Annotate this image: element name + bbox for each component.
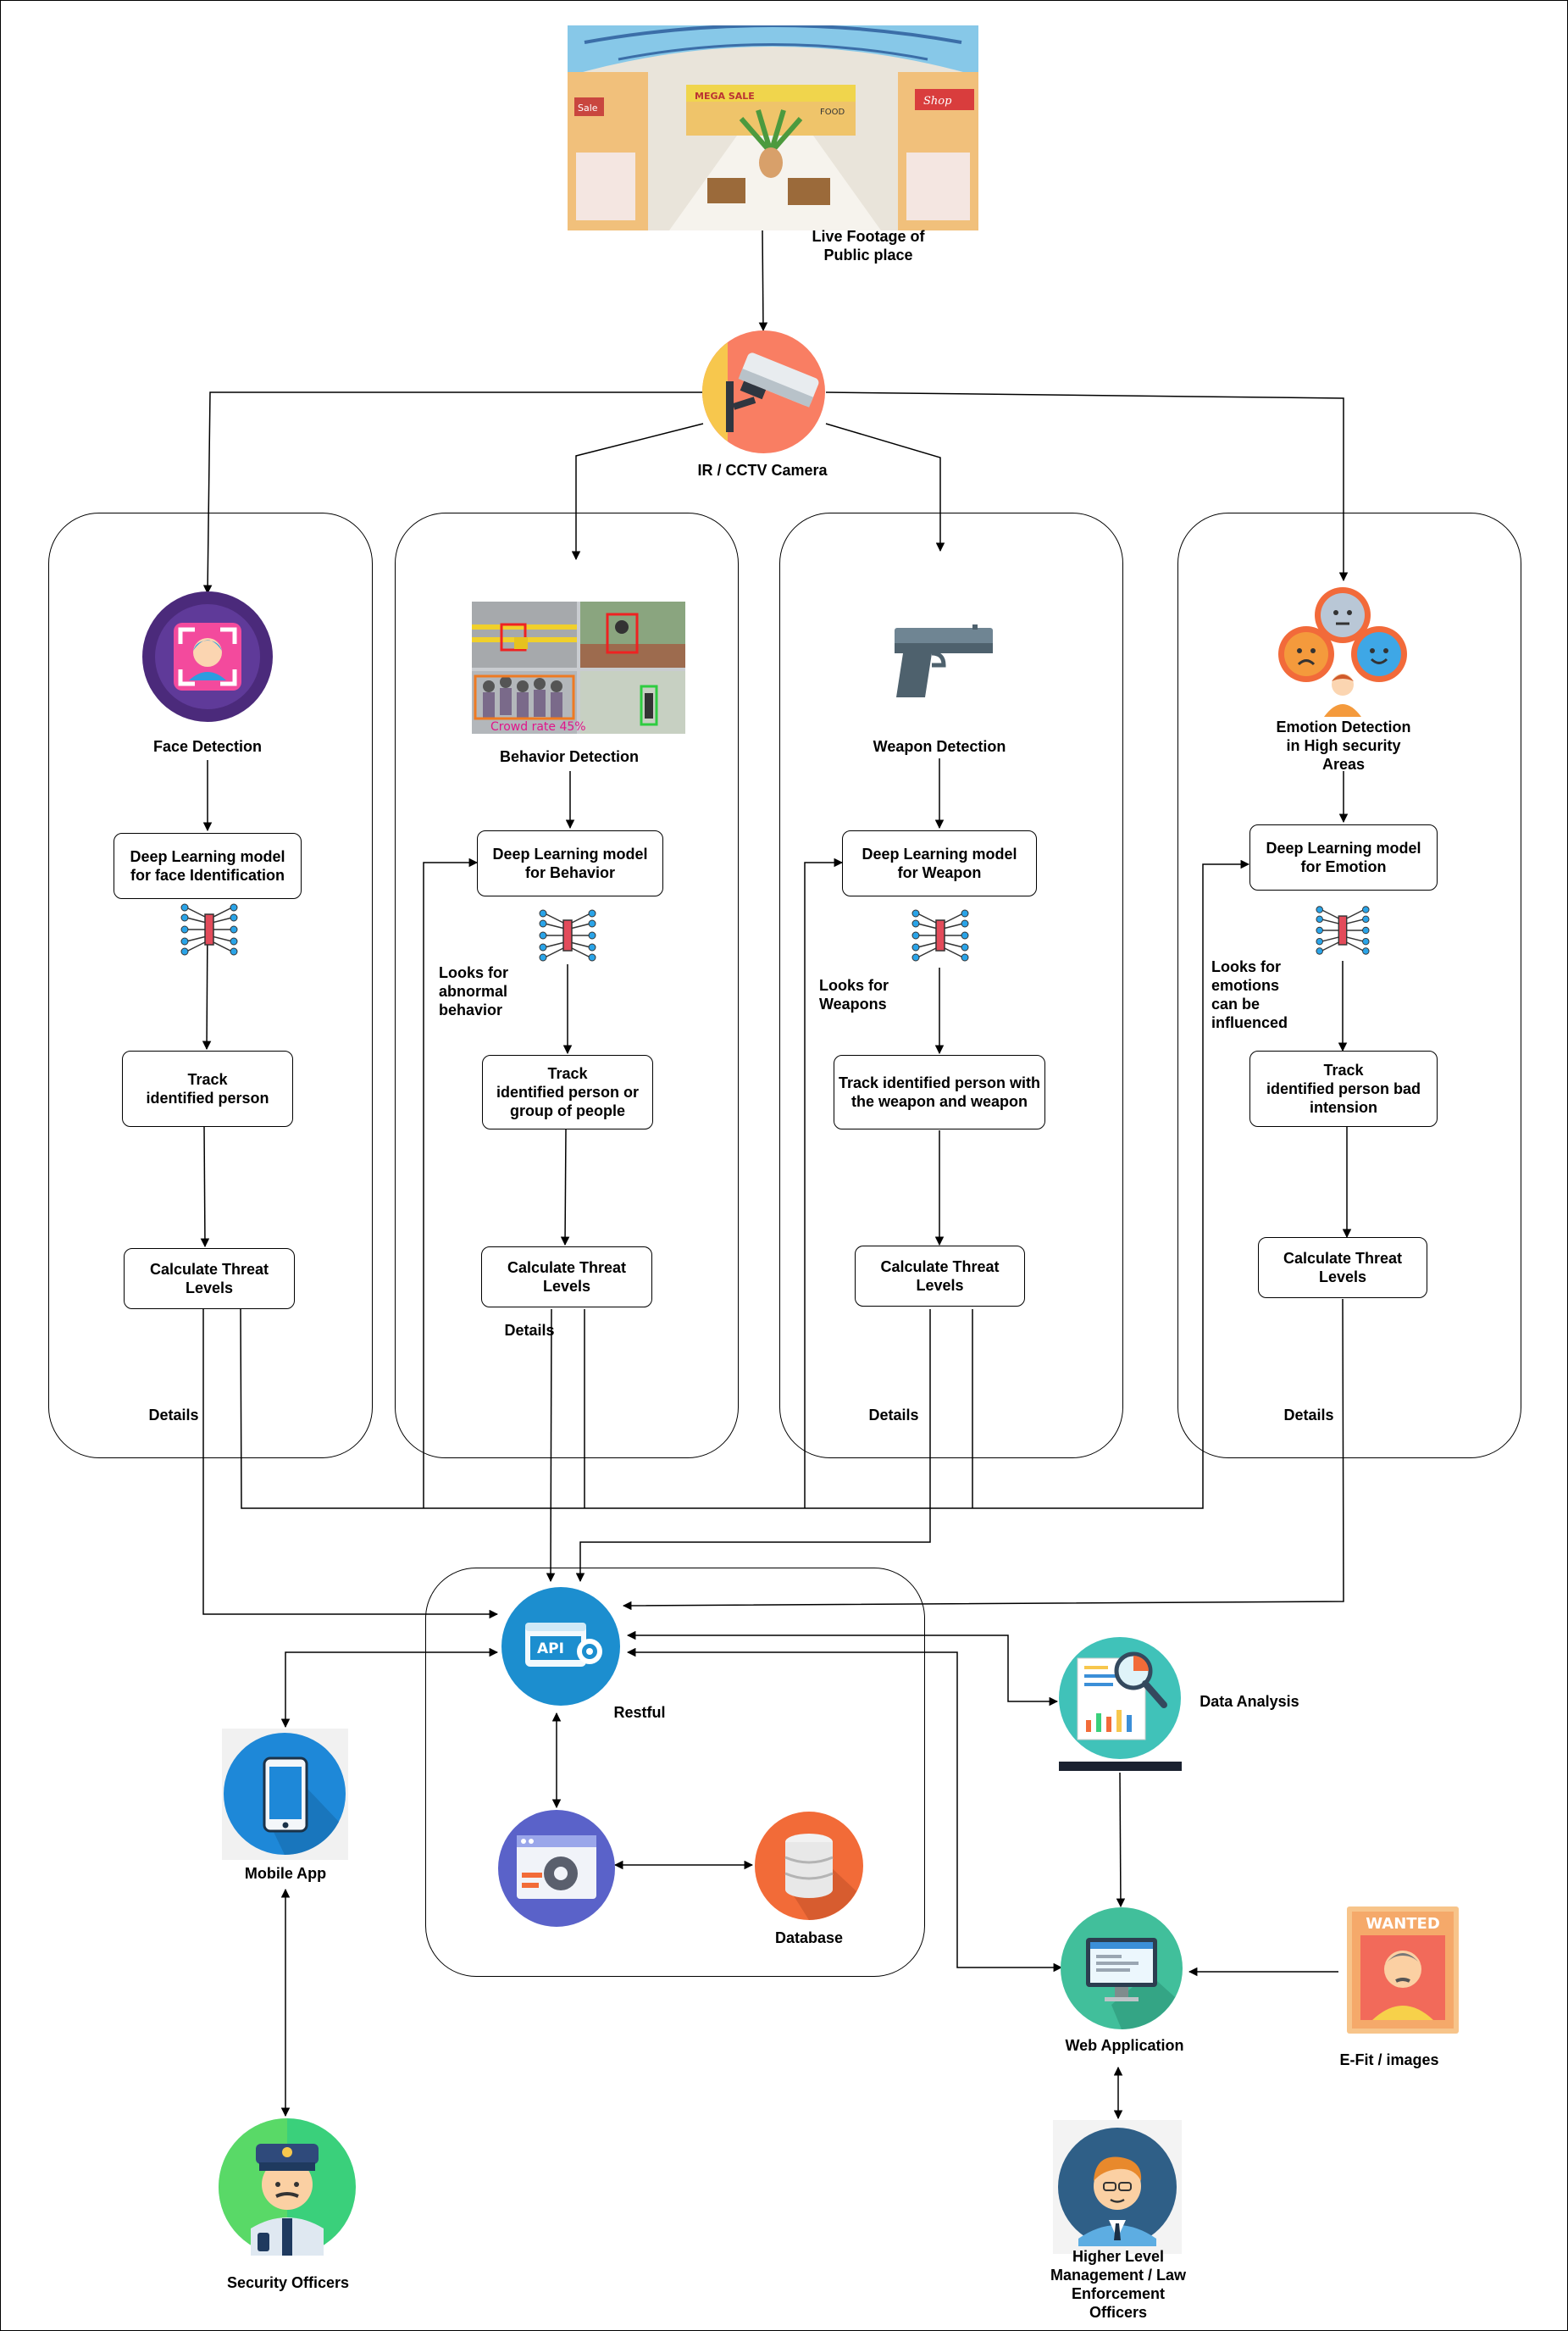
- neural-network-icon: [538, 907, 597, 964]
- weapon-detection-title: Weapon Detection: [873, 738, 1006, 755]
- cctv-camera-icon: [702, 330, 825, 453]
- mega-sale-sign: MEGA SALE: [695, 91, 755, 102]
- face-details-label: Details: [148, 1407, 199, 1424]
- wanted-text: WANTED: [1366, 1915, 1440, 1933]
- face-threat-box: Calculate Threat Levels: [124, 1248, 295, 1309]
- emotion-detection-panel: [1177, 513, 1521, 1458]
- emotion-model-box: Deep Learning model for Emotion: [1249, 824, 1438, 891]
- shop-sign: Shop: [923, 95, 952, 108]
- weapon-track-box: Track identified person with the weapon …: [834, 1055, 1045, 1129]
- weapon-detection-panel: [779, 513, 1123, 1458]
- pistol-icon: [888, 623, 996, 701]
- restful-label: Restful: [613, 1704, 666, 1721]
- police-officer-icon: [219, 2118, 356, 2256]
- database-icon: [755, 1812, 863, 1920]
- api-icon-text: API: [537, 1640, 564, 1657]
- weapon-looks-label: Looks for Weapons: [819, 977, 889, 1013]
- face-track-box: Track identified person: [122, 1051, 293, 1127]
- manager-avatar-icon: [1053, 2120, 1182, 2254]
- monitor-icon: [1061, 1907, 1183, 2029]
- neural-network-icon: [180, 901, 239, 958]
- emotion-detection-title: Emotion Detection in High security Areas: [1276, 719, 1411, 773]
- face-detection-panel: [48, 513, 373, 1458]
- weapon-threat-box: Calculate Threat Levels: [855, 1246, 1025, 1307]
- neural-network-icon: [1315, 903, 1371, 957]
- management-label: Higher Level Management / Law Enforcemen…: [1050, 2248, 1187, 2321]
- analytics-report-icon: [1059, 1637, 1182, 1771]
- footage-label: Live Footage of Public place: [812, 228, 925, 264]
- emotion-threat-box: Calculate Threat Levels: [1258, 1237, 1427, 1298]
- behavior-looks-label: Looks for abnormal behavior: [439, 964, 509, 1018]
- efit-images-label: E-Fit / images: [1339, 2051, 1439, 2068]
- mall-footage-image: MEGA SALE Sale FOOD Shop: [568, 24, 978, 230]
- data-analysis-label: Data Analysis: [1200, 1693, 1299, 1710]
- smartphone-icon: [222, 1729, 348, 1860]
- wanted-poster-icon: WANTED: [1347, 1906, 1459, 2034]
- weapon-model-box: Deep Learning model for Weapon: [842, 830, 1037, 896]
- sale-sign: Sale: [578, 103, 598, 114]
- neural-network-icon: [911, 907, 970, 964]
- server-settings-icon: [498, 1810, 615, 1927]
- camera-label: IR / CCTV Camera: [697, 462, 828, 479]
- web-application-label: Web Application: [1065, 2037, 1184, 2054]
- crowd-surveillance-image: Crowd rate 45%: [472, 602, 685, 734]
- camera-to-behavior-arrow: [571, 423, 704, 561]
- camera-to-face-arrow: [202, 391, 705, 595]
- behavior-detection-panel: [395, 513, 739, 1458]
- behavior-detection-title: Behavior Detection: [499, 748, 640, 765]
- backend-panel: [425, 1568, 925, 1977]
- crowd-rate-text: Crowd rate 45%: [490, 720, 586, 734]
- face-scan-icon: [142, 591, 273, 722]
- behavior-model-box: Deep Learning model for Behavior: [477, 830, 663, 896]
- emotion-details-label: Details: [1283, 1407, 1334, 1424]
- footage-to-camera-arrow: [758, 228, 768, 332]
- database-label: Database: [774, 1929, 844, 1946]
- weapon-details-label: Details: [868, 1407, 919, 1424]
- security-officers-label: Security Officers: [226, 2274, 350, 2291]
- behavior-threat-box: Calculate Threat Levels: [481, 1246, 652, 1307]
- mobile-app-label: Mobile App: [244, 1865, 327, 1882]
- face-model-box: Deep Learning model for face Identificat…: [114, 833, 302, 899]
- food-sign: FOOD: [820, 108, 845, 117]
- camera-to-weapon-arrow: [825, 423, 945, 552]
- emotion-looks-label: Looks for emotions can be influenced: [1211, 958, 1288, 1031]
- camera-to-emotion-arrow: [825, 391, 1349, 582]
- api-gear-icon: API: [501, 1587, 620, 1706]
- face-detection-title: Face Detection: [152, 738, 263, 755]
- emotion-track-box: Track identified person bad intension: [1249, 1051, 1438, 1127]
- behavior-details-label: Details: [504, 1322, 555, 1339]
- emotion-faces-icon: [1277, 585, 1409, 717]
- behavior-track-box: Track identified person or group of peop…: [482, 1055, 653, 1129]
